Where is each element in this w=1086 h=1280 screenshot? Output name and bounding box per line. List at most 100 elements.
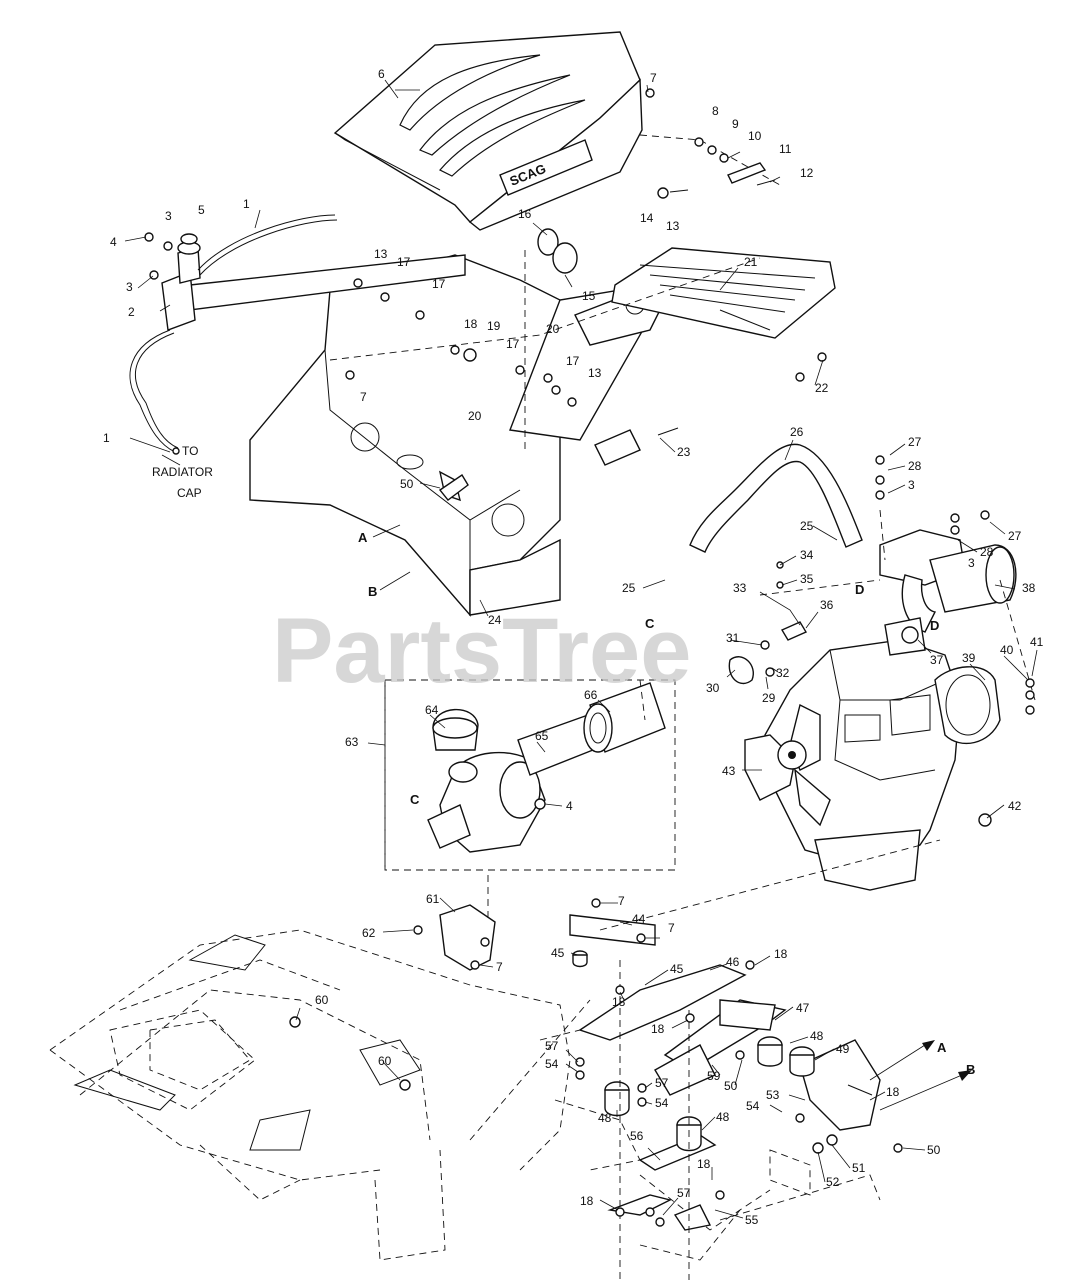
callout-7: 7	[650, 71, 657, 85]
exhaust-flange	[934, 666, 1001, 745]
letter-d: D	[855, 582, 864, 597]
callout-44: 44	[632, 912, 646, 926]
callout-26: 28	[980, 545, 994, 559]
callout-17: 17	[432, 277, 446, 291]
rubber-isolator	[572, 950, 815, 1152]
callout-59: 59	[707, 1069, 721, 1083]
callout-55: 55	[745, 1213, 759, 1227]
callout-36: 36	[820, 598, 834, 612]
callout-46: 46	[726, 955, 740, 969]
callout-18: 18	[774, 947, 788, 961]
letter-b: B	[368, 584, 377, 599]
callout-3: 3	[165, 209, 172, 223]
callout-56: 56	[630, 1129, 644, 1143]
callout-13: 13	[666, 219, 680, 233]
callout-29: 29	[762, 691, 776, 705]
callout-20: 20	[546, 322, 560, 336]
callout-14: 14	[640, 211, 654, 225]
letter-c: C	[410, 792, 420, 807]
callout-20: 20	[468, 409, 482, 423]
callout-17: 17	[566, 354, 580, 368]
note-line-1: TO	[182, 444, 198, 458]
engine-fan	[744, 703, 831, 827]
callout-22: 22	[815, 381, 829, 395]
callout-4: 4	[110, 235, 117, 249]
callout-7: 7	[496, 960, 503, 974]
callout-13: 13	[588, 366, 602, 380]
engine-mounts	[572, 950, 881, 1280]
callout-27: 27	[1008, 529, 1022, 543]
callout-48: 48	[810, 1029, 824, 1043]
air-cleaner-housing	[427, 751, 546, 853]
callout-12: 12	[800, 166, 814, 180]
callout-25: 25	[800, 519, 814, 533]
callout-34: 34	[800, 548, 814, 562]
callout-1: 1	[243, 197, 250, 211]
callout-52: 52	[826, 1175, 840, 1189]
callout-35: 35	[800, 572, 814, 586]
letter-b: B	[966, 1062, 975, 1077]
callout-18: 18	[697, 1157, 711, 1171]
callout-54: 54	[746, 1099, 760, 1113]
callout-10: 10	[748, 129, 762, 143]
callout-30: 30	[706, 681, 720, 695]
callout-8: 8	[712, 104, 719, 118]
callout-38: 38	[1022, 581, 1036, 595]
callout-24: 24	[488, 613, 502, 627]
chassis-frame	[49, 929, 881, 1261]
callout-50: 50	[400, 477, 414, 491]
callout-62: 62	[362, 926, 376, 940]
callout-21: 21	[744, 255, 758, 269]
callout-23: 23	[677, 445, 691, 459]
callout-50: 50	[927, 1143, 941, 1157]
callout-58: 50	[724, 1079, 738, 1093]
letter-c: C	[645, 616, 655, 631]
mount-plate-44	[569, 914, 656, 946]
callout-17: 17	[506, 337, 520, 351]
callout-48: 48	[598, 1111, 612, 1125]
callout-17: 17	[397, 255, 411, 269]
callout-54: 54	[545, 1057, 559, 1071]
callout-42: 42	[1008, 799, 1022, 813]
watermark: PartsTree	[272, 600, 691, 702]
callout-7: 7	[618, 894, 625, 908]
callout-57: 57	[677, 1186, 691, 1200]
callout-63: 63	[345, 735, 359, 749]
cover-vent-slots	[399, 54, 586, 177]
callout-57: 57	[545, 1039, 559, 1053]
callout-18: 18	[886, 1085, 900, 1099]
callout-3: 3	[908, 478, 915, 492]
callout-41: 41	[1030, 635, 1044, 649]
callout-39: 39	[962, 651, 976, 665]
letter-d: D	[930, 618, 939, 633]
leader-lines	[124, 79, 1038, 1219]
outer-filter	[583, 682, 666, 753]
callout-32: 32	[776, 666, 790, 680]
callout-49: 49	[836, 1042, 850, 1056]
callout-43: 43	[722, 764, 736, 778]
engine-cover: SCAG	[333, 31, 643, 231]
connection-arrows	[869, 1040, 972, 1111]
callout-47: 47	[796, 1001, 810, 1015]
callout-31: 31	[726, 631, 740, 645]
callout-2: 2	[128, 305, 135, 319]
callout-53: 53	[766, 1088, 780, 1102]
air-cleaner-bracket	[439, 904, 496, 971]
callout-7: 7	[360, 390, 367, 404]
radiator-hose	[689, 443, 863, 553]
callout-13: 13	[374, 247, 388, 261]
callout-18: 18	[580, 1194, 594, 1208]
callout-18: 18	[612, 995, 626, 1009]
callout-3: 3	[968, 556, 975, 570]
callout-28: 28	[908, 459, 922, 473]
note-line-2: RADIATOR	[152, 465, 213, 479]
callout-11: 11	[779, 142, 792, 156]
callout-33: 33	[733, 581, 747, 595]
letter-a: A	[937, 1040, 947, 1055]
callout-16: 16	[518, 207, 532, 221]
hardware	[144, 88, 1035, 1227]
callout-18: 18	[651, 1022, 665, 1036]
callout-45: 45	[670, 962, 684, 976]
coolant-reservoir	[129, 214, 338, 453]
